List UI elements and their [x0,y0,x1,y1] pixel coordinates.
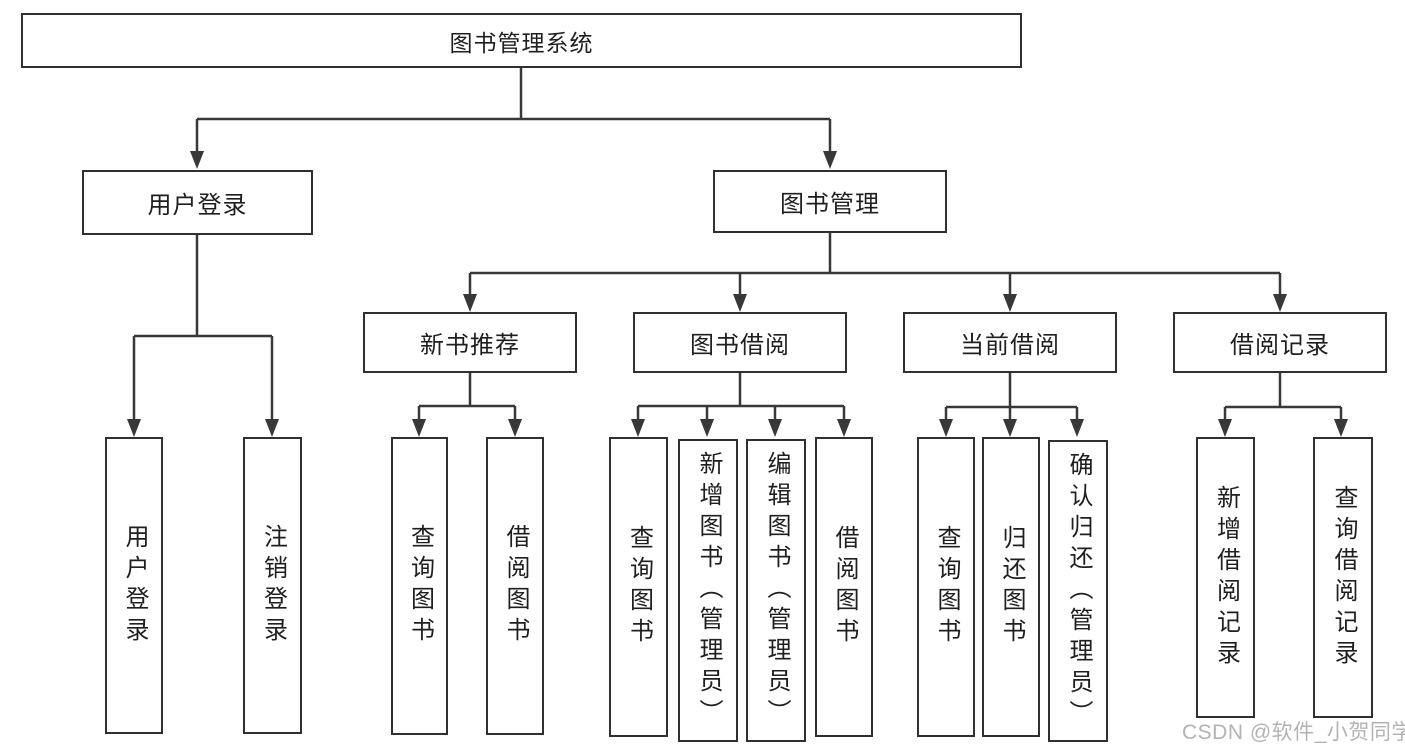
node-current-borrowing: 当前借阅 [903,312,1117,373]
node-new-book-recommend: 新书推荐 [363,312,577,373]
leaf-label: 查询借阅记录 [1330,484,1357,671]
node-user-login: 用户登录 [82,170,313,235]
csdn-watermark: CSDN @软件_小贺同学 [1182,721,1405,744]
leaf-borrow-books-recommend: 借阅图书 [486,437,544,735]
node-label: 借阅记录 [1230,332,1330,359]
leaf-label: 借阅图书 [831,525,858,649]
leaf-return-books: 归还图书 [982,437,1040,737]
leaf-borrow-books: 借阅图书 [815,437,873,737]
node-label: 图书借阅 [690,332,790,359]
leaf-label: 查询图书 [406,524,434,648]
leaf-label: 新增借阅记录 [1212,484,1240,671]
leaf-label: 确认归还（管理员） [1065,451,1092,731]
leaf-confirm-return-admin: 确认归还（管理员） [1048,440,1108,742]
leaf-label: 归还图书 [998,525,1025,649]
node-library-management-system: 图书管理系统 [21,13,1022,68]
leaf-query-books-current: 查询图书 [917,437,975,737]
leaf-query-borrow-record: 查询借阅记录 [1313,437,1373,718]
leaf-user-login: 用户登录 [105,437,163,734]
leaf-label: 查询图书 [625,525,653,649]
leaf-query-books-borrow: 查询图书 [609,437,668,737]
leaf-label: 新增图书（管理员） [695,451,722,730]
node-label: 图书管理系统 [449,29,594,56]
node-book-borrowing: 图书借阅 [633,312,847,373]
leaf-add-borrow-record: 新增借阅记录 [1196,437,1255,718]
leaf-label: 查询图书 [933,525,960,649]
node-label: 当前借阅 [960,332,1060,359]
leaf-label: 注销登录 [259,523,287,648]
leaf-label: 用户登录 [121,523,148,648]
leaf-label: 借阅图书 [502,524,529,648]
node-label: 新书推荐 [420,332,520,359]
leaf-label: 编辑图书（管理员） [763,451,790,730]
leaf-query-books-recommend: 查询图书 [391,437,448,735]
node-label: 图书管理 [780,191,880,218]
leaf-add-book-admin: 新增图书（管理员） [678,439,738,742]
node-book-management: 图书管理 [713,170,947,233]
leaf-edit-book-admin: 编辑图书（管理员） [746,439,806,742]
node-label: 用户登录 [147,192,248,219]
node-borrow-records: 借阅记录 [1173,312,1387,373]
leaf-logout: 注销登录 [243,437,302,734]
